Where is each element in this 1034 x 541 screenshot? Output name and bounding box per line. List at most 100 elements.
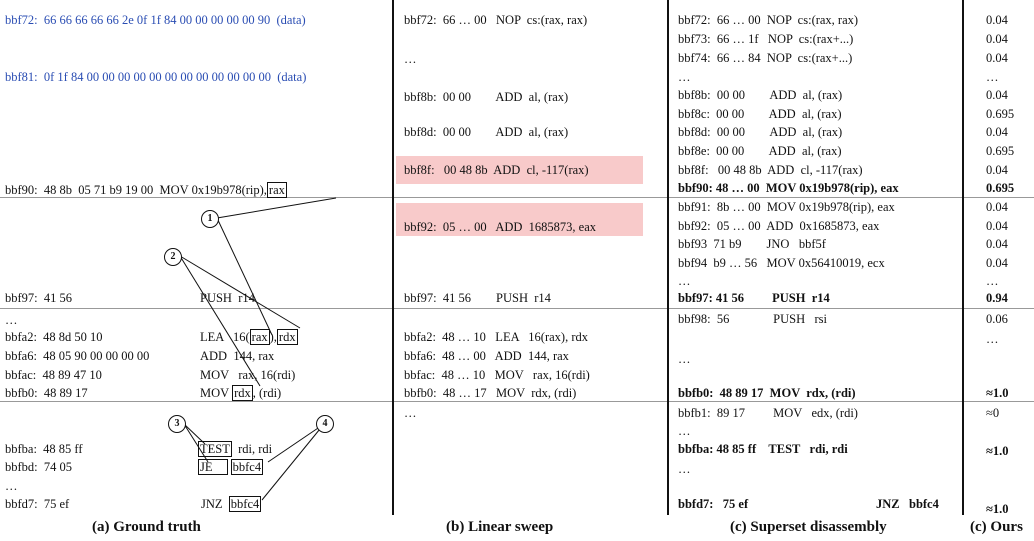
ours-prob: ≈1.0 xyxy=(986,386,1009,400)
ours-prob: 0.04 xyxy=(986,88,1008,102)
caption-linear-sweep: (b) Linear sweep xyxy=(446,519,554,535)
gt-bbfbd-addr: bbfbd: 74 05 xyxy=(5,460,73,474)
gt-bbfa2-lea: LEA 16( xyxy=(200,330,250,344)
gt-bbfba-test-box: TEST xyxy=(198,441,232,457)
gt-bbfa2-addr: bbfa2: 48 8d 50 10 xyxy=(5,330,103,344)
ls-row: bbf72: 66 … 00 NOP cs:(rax, rax) xyxy=(404,13,588,27)
gt-bbfa6-addr: bbfa6: 48 05 90 00 00 00 00 xyxy=(5,349,150,363)
ls-row: bbf8b: 00 00 ADD al, (rax) xyxy=(404,90,569,104)
ls-row: bbfa6: 48 … 00 ADD 144, rax xyxy=(404,349,569,363)
ss-row: … xyxy=(678,462,691,476)
ss-row: bbfd7: 75 ef xyxy=(678,497,749,511)
ours-prob: 0.94 xyxy=(986,291,1008,305)
ss-row: bbfba: 48 85 ff TEST rdi, rdi xyxy=(678,442,848,456)
ss-row: bbfb0: 48 89 17 MOV rdx, (rdi) xyxy=(678,386,856,400)
gt-bbfa2-rax-box: rax xyxy=(249,329,270,345)
ss-row: JNZ bbfc4 xyxy=(876,497,939,511)
gt-data-bbf72: bbf72: 66 66 66 66 66 2e 0f 1f 84 00 00 … xyxy=(5,13,306,27)
ss-row: bbf91: 8b … 00 MOV 0x19b978(rip), eax xyxy=(678,200,895,214)
gt-data-bbf81: bbf81: 0f 1f 84 00 00 00 00 00 00 00 00 … xyxy=(5,70,307,84)
gt-bbfa2-comma: ), xyxy=(269,330,277,344)
ss-row: bbf8d: 00 00 ADD al, (rax) xyxy=(678,125,843,139)
row-separator xyxy=(0,197,1034,198)
gt-bbf97-addr: bbf97: 41 56 xyxy=(5,291,73,305)
gt-bbfa2-rdx-box: rdx xyxy=(276,329,298,345)
dependency-arrows xyxy=(179,197,337,501)
highlight-bbf92 xyxy=(396,203,643,236)
caption-superset: (c) Superset disassembly xyxy=(730,519,887,535)
ss-row: bbf97: 41 56 PUSH r14 xyxy=(678,291,830,305)
column-divider xyxy=(962,0,964,515)
gt-bbfd7-addr: bbfd7: 75 ef xyxy=(5,497,70,511)
ss-row: … xyxy=(678,70,691,84)
ls-row: … xyxy=(404,52,417,66)
gt-bbfba-addr: bbfba: 48 85 ff xyxy=(5,442,83,456)
gt-row-bbfba-ins: TEST rdi, rdi xyxy=(198,441,272,457)
ours-prob: 0.695 xyxy=(986,107,1015,121)
ss-row: bbf90: 48 … 00 MOV 0x19b978(rip), eax xyxy=(678,181,899,195)
gt-ellipsis-2: … xyxy=(5,479,18,493)
ss-row: bbf94 b9 … 56 MOV 0x56410019, ecx xyxy=(678,256,885,270)
ss-row: … xyxy=(678,274,691,288)
gt-bbfb0-mov: MOV xyxy=(200,386,233,400)
ours-prob: … xyxy=(986,70,999,84)
ss-row: bbf8f: 00 48 8b ADD cl, -117(rax) xyxy=(678,163,863,177)
caption-ours: (c) Ours xyxy=(970,519,1023,535)
ours-prob: ≈0 xyxy=(986,406,1000,420)
column-divider xyxy=(667,0,669,515)
ls-row: … xyxy=(404,406,417,420)
ours-prob: 0.04 xyxy=(986,200,1008,214)
gt-bbfb0-tail: , (rdi) xyxy=(252,386,282,400)
gt-row-bbfd7-ins: JNZ bbfc4 xyxy=(201,496,262,512)
ls-row: bbf8d: 00 00 ADD al, (rax) xyxy=(404,125,569,139)
gt-bbf90-rax-box: rax xyxy=(266,182,287,198)
ss-row: bbf92: 05 … 00 ADD 0x1685873, eax xyxy=(678,219,880,233)
gt-bbf90-text: bbf90: 48 8b 05 71 b9 19 00 MOV 0x19b978… xyxy=(5,183,267,197)
ours-prob: ≈1.0 xyxy=(986,444,1009,458)
ours-prob: ≈1.0 xyxy=(986,502,1009,516)
ours-prob: 0.06 xyxy=(986,312,1008,326)
annotation-circle-2: 2 xyxy=(164,248,182,266)
ls-row: bbfb0: 48 … 17 MOV rdx, (rdi) xyxy=(404,386,577,400)
caption-ground-truth: (a) Ground truth xyxy=(92,519,201,535)
ours-prob: 0.04 xyxy=(986,51,1008,65)
annotation-circle-1: 1 xyxy=(201,210,219,228)
ss-row: bbf74: 66 … 84 NOP cs:(rax+...) xyxy=(678,51,853,65)
gt-bbfd7-target-box: bbfc4 xyxy=(228,496,262,512)
gt-bbfb0-rdx-box: rdx xyxy=(232,385,253,401)
ours-prob: 0.04 xyxy=(986,163,1008,177)
annotation-circle-3: 3 xyxy=(168,415,186,433)
gt-bbfac-ins: MOV rax, 16(rdi) xyxy=(200,368,296,382)
ls-row: bbf8f: 00 48 8b ADD cl, -117(rax) xyxy=(404,163,589,177)
ours-prob: 0.04 xyxy=(986,125,1008,139)
ss-row: bbf73: 66 … 1f NOP cs:(rax+...) xyxy=(678,32,854,46)
ours-prob: 0.04 xyxy=(986,13,1008,27)
ss-row: bbf8e: 00 00 ADD al, (rax) xyxy=(678,144,842,158)
gt-row-bbf90: bbf90: 48 8b 05 71 b9 19 00 MOV 0x19b978… xyxy=(5,182,287,198)
ss-row: bbf72: 66 … 00 NOP cs:(rax, rax) xyxy=(678,13,859,27)
gt-row-bbfa2-ins: LEA 16(rax),rdx xyxy=(200,329,298,345)
gt-bbfb0-addr: bbfb0: 48 89 17 xyxy=(5,386,88,400)
ours-prob: 0.04 xyxy=(986,32,1008,46)
highlight-bbf8f xyxy=(396,156,643,184)
ours-prob: 0.695 xyxy=(986,144,1015,158)
column-divider xyxy=(392,0,394,515)
ours-prob: 0.04 xyxy=(986,256,1008,270)
ours-prob: … xyxy=(986,332,999,346)
ours-prob: 0.04 xyxy=(986,219,1008,233)
row-separator xyxy=(0,308,1034,309)
ss-row: bbf98: 56 PUSH rsi xyxy=(678,312,827,326)
gt-ellipsis: … xyxy=(5,313,18,327)
gt-bbfbd-target-box: bbfc4 xyxy=(230,459,264,475)
ls-row: bbfac: 48 … 10 MOV rax, 16(rdi) xyxy=(404,368,590,382)
ls-row: bbf97: 41 56 PUSH r14 xyxy=(404,291,551,305)
ours-prob: 0.695 xyxy=(986,181,1015,195)
gt-bbfbd-je-box: JE xyxy=(198,459,228,475)
ls-row: bbf92: 05 … 00 ADD 1685873, eax xyxy=(404,220,596,234)
ours-prob: 0.04 xyxy=(986,237,1008,251)
gt-bbfd7-jnz: JNZ xyxy=(201,497,229,511)
ss-row: … xyxy=(678,352,691,366)
ls-row: bbfa2: 48 … 10 LEA 16(rax), rdx xyxy=(404,330,588,344)
gt-bbfac-addr: bbfac: 48 89 47 10 xyxy=(5,368,102,382)
ours-prob: … xyxy=(986,274,999,288)
